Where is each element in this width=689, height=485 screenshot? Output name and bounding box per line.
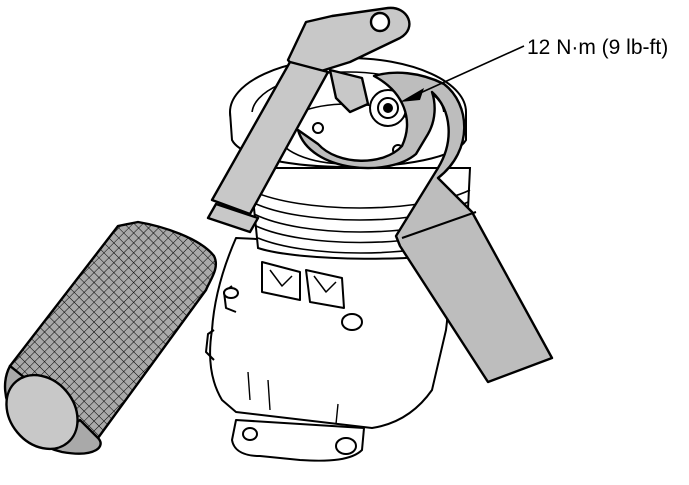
callout-leader-line: [417, 45, 525, 95]
holding-wrench: [296, 71, 554, 384]
socket-drive: [328, 68, 370, 114]
wrench-shaft: [210, 60, 330, 216]
knurled-handle: [8, 220, 218, 440]
callout-arrowhead: [400, 88, 424, 102]
torque-spec-label: 12 N·m (9 lb-ft): [527, 36, 668, 59]
compressor-body: [205, 237, 449, 462]
torque-callout: 12 N·m (9 lb-ft): [400, 36, 668, 102]
torque-wrench: [3, 6, 411, 455]
